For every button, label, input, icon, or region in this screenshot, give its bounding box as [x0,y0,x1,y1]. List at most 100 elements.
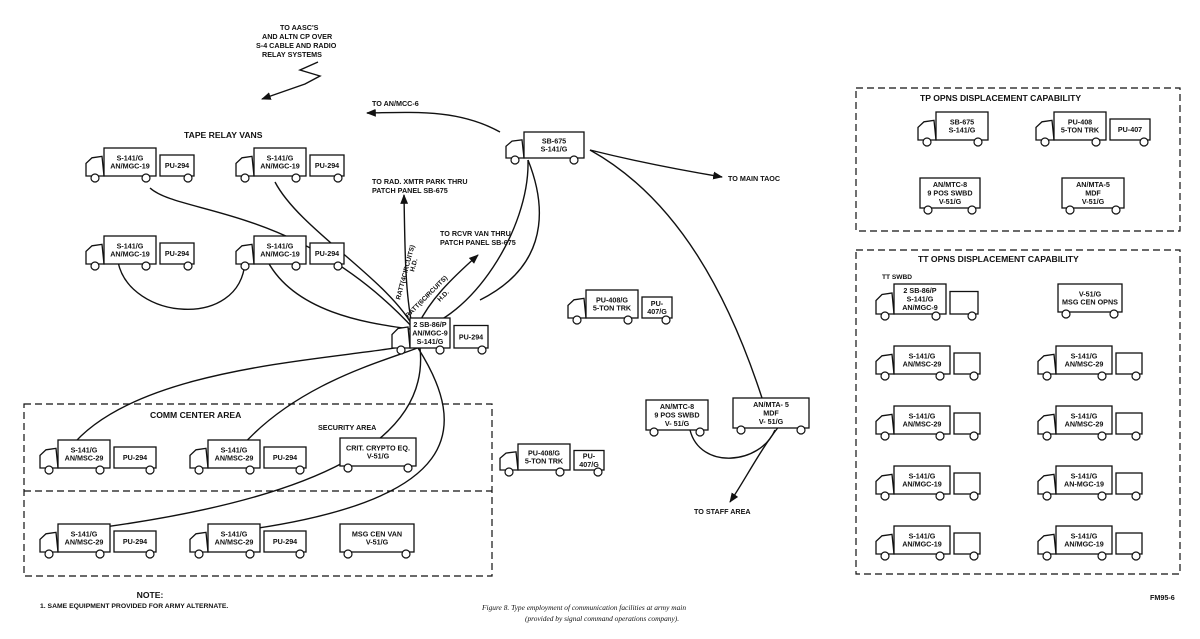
tt-vehicle-row1-left: S-141/GAN/MSC-29 [875,405,981,441]
vehicle-label: PU- [651,299,664,308]
note-ratt-4-hd: H.D. [409,258,419,273]
vehicle-label: 2 SB-86/P [903,286,936,295]
vehicle-label: AN/MTA- 5 [753,400,789,409]
vehicle-label: CRIT. CRYPTO EQ. [346,443,410,452]
vehicle-label: MDF [763,409,779,418]
tt-vehicle-row3-right: S-141/GAN/MGC-19 [1037,525,1143,561]
note-main-taoc: TO MAIN TAOC [728,174,780,183]
vehicle-label: 5-TON TRK [593,304,632,313]
vehicle-label: 9 POS SWBD [927,189,972,198]
vehicle-label: S-141/G [909,471,936,480]
vehicle-label: S-141/G [541,145,568,154]
vehicle-label: V-51/G [366,538,389,547]
vehicle-label: AN/MSC-29 [215,454,254,463]
tt-vehicle-row0-left: S-141/GAN/MSC-29 [875,345,981,381]
vehicle-label: AN/MSC-29 [65,454,104,463]
trailer-label: PU-294 [315,161,339,170]
note-rad-xmtr-2: PATCH PANEL SB-675 [372,186,448,195]
vehicle-label: MSG CEN OPNS [1062,298,1118,307]
trailer-label: PU-294 [459,332,483,341]
vehicle-label: S-141/G [949,126,976,135]
tt-ops-box [855,249,1181,575]
vehicle-label: 2 SB-86/P [413,320,446,329]
vehicle-label: AN/MGC-9 [902,303,938,312]
vehicle-label: S-141/G [907,295,934,304]
note-aascs-3: S-4 CABLE AND RADIO [256,41,337,50]
vehicle-label: PU-408 [1068,117,1092,126]
vehicle-label: AN/MGC-19 [1064,540,1104,549]
vehicle-label: S-141/G [1071,411,1098,420]
arrow-to-mcc6 [366,108,501,133]
vehicle-label: S-141/G [221,529,248,538]
trailer-label: PU-407 [1118,125,1142,134]
vehicle-label: V-51/G [939,197,962,206]
figure-caption-1: Figure 8. Type employment of communicati… [481,603,686,612]
cable-hub-cc2 [239,344,426,449]
arrow-to-main-taoc [589,149,723,180]
vehicle-label: S-141/G [71,529,98,538]
vehicle-label: S-141/G [909,351,936,360]
vehicle-hub: 2 SB-86/PAN/MGC-9S-141/GPU-294 [391,317,489,355]
title-security-area: SECURITY AREA [318,423,376,432]
vehicle-label: V-51/G [1079,289,1102,298]
trailer-label: PU-294 [123,537,147,546]
vehicle-label: S-141/G [909,411,936,420]
note-rcvr-van-2: PATCH PANEL SB-675 [440,238,516,247]
vehicle-label: 9 POS SWBD [654,411,699,420]
title-tp-ops: TP OPNS DISPLACEMENT CAPABILITY [920,93,1081,103]
vehicle-label: AN/MSC-29 [903,420,942,429]
vehicle-label: SB-675 [542,136,566,145]
vehicle-label: AN/MGC-19 [110,250,150,259]
vehicle-label: AN/MGC-19 [260,250,300,259]
vehicle-label: PU- [583,452,596,461]
vehicle-label: V-51/G [367,452,390,461]
cable-trv1-hub [149,187,416,331]
vehicle-label: 407/G [647,307,667,316]
vehicle-label: AN/MSC-29 [903,360,942,369]
note-staff-area: TO STAFF AREA [694,507,751,516]
vehicle-label: AN/MGC-19 [902,540,942,549]
vehicle-label: MDF [1085,189,1101,198]
vehicle-label: AN/MGC-19 [110,162,150,171]
tt-vehicle-row0-right: S-141/GAN/MSC-29 [1037,345,1143,381]
vehicle-label: S-141/G [417,337,444,346]
trailer-label: PU-294 [273,453,297,462]
arrows [261,61,781,503]
cable-trv4-hub [267,261,416,331]
cable-trv3-trv4 [117,261,246,310]
vehicle-label: PU-408/G [528,448,560,457]
vehicle-label: V-51/G [1082,197,1105,206]
title-comm-center-area: COMM CENTER AREA [150,410,241,420]
vehicle-label: MSG CEN VAN [352,529,402,538]
tp-ops-box [855,87,1181,232]
cable-trv2-hub [274,181,416,331]
vehicle-label: AN/MTC-8 [660,402,694,411]
trailer-label: PU-294 [165,161,189,170]
tt-vehicle-row2-right: S-141/GAN-MGC-19 [1037,465,1143,501]
vehicle-label: 5-TON TRK [1061,126,1100,135]
vehicle-label: S-141/G [1071,531,1098,540]
vehicle-label: S-141/G [1071,471,1098,480]
vehicle-label: PU-408/G [596,295,628,304]
title-tt-swbd: TT SWBD [882,274,912,281]
vehicle-label: S-141/G [117,241,144,250]
vehicle-label: V- 51/G [759,417,784,426]
title-tape-relay-vans: TAPE RELAY VANS [184,130,263,140]
vehicle-label: AN/MGC-19 [260,162,300,171]
tt-vehicle-row3-left: S-141/GAN/MGC-19 [875,525,981,561]
vehicle-label: AN/MGC-19 [902,480,942,489]
cable-sb675-mta5 [589,149,763,399]
vehicle-label: AN/MTC-8 [933,180,967,189]
